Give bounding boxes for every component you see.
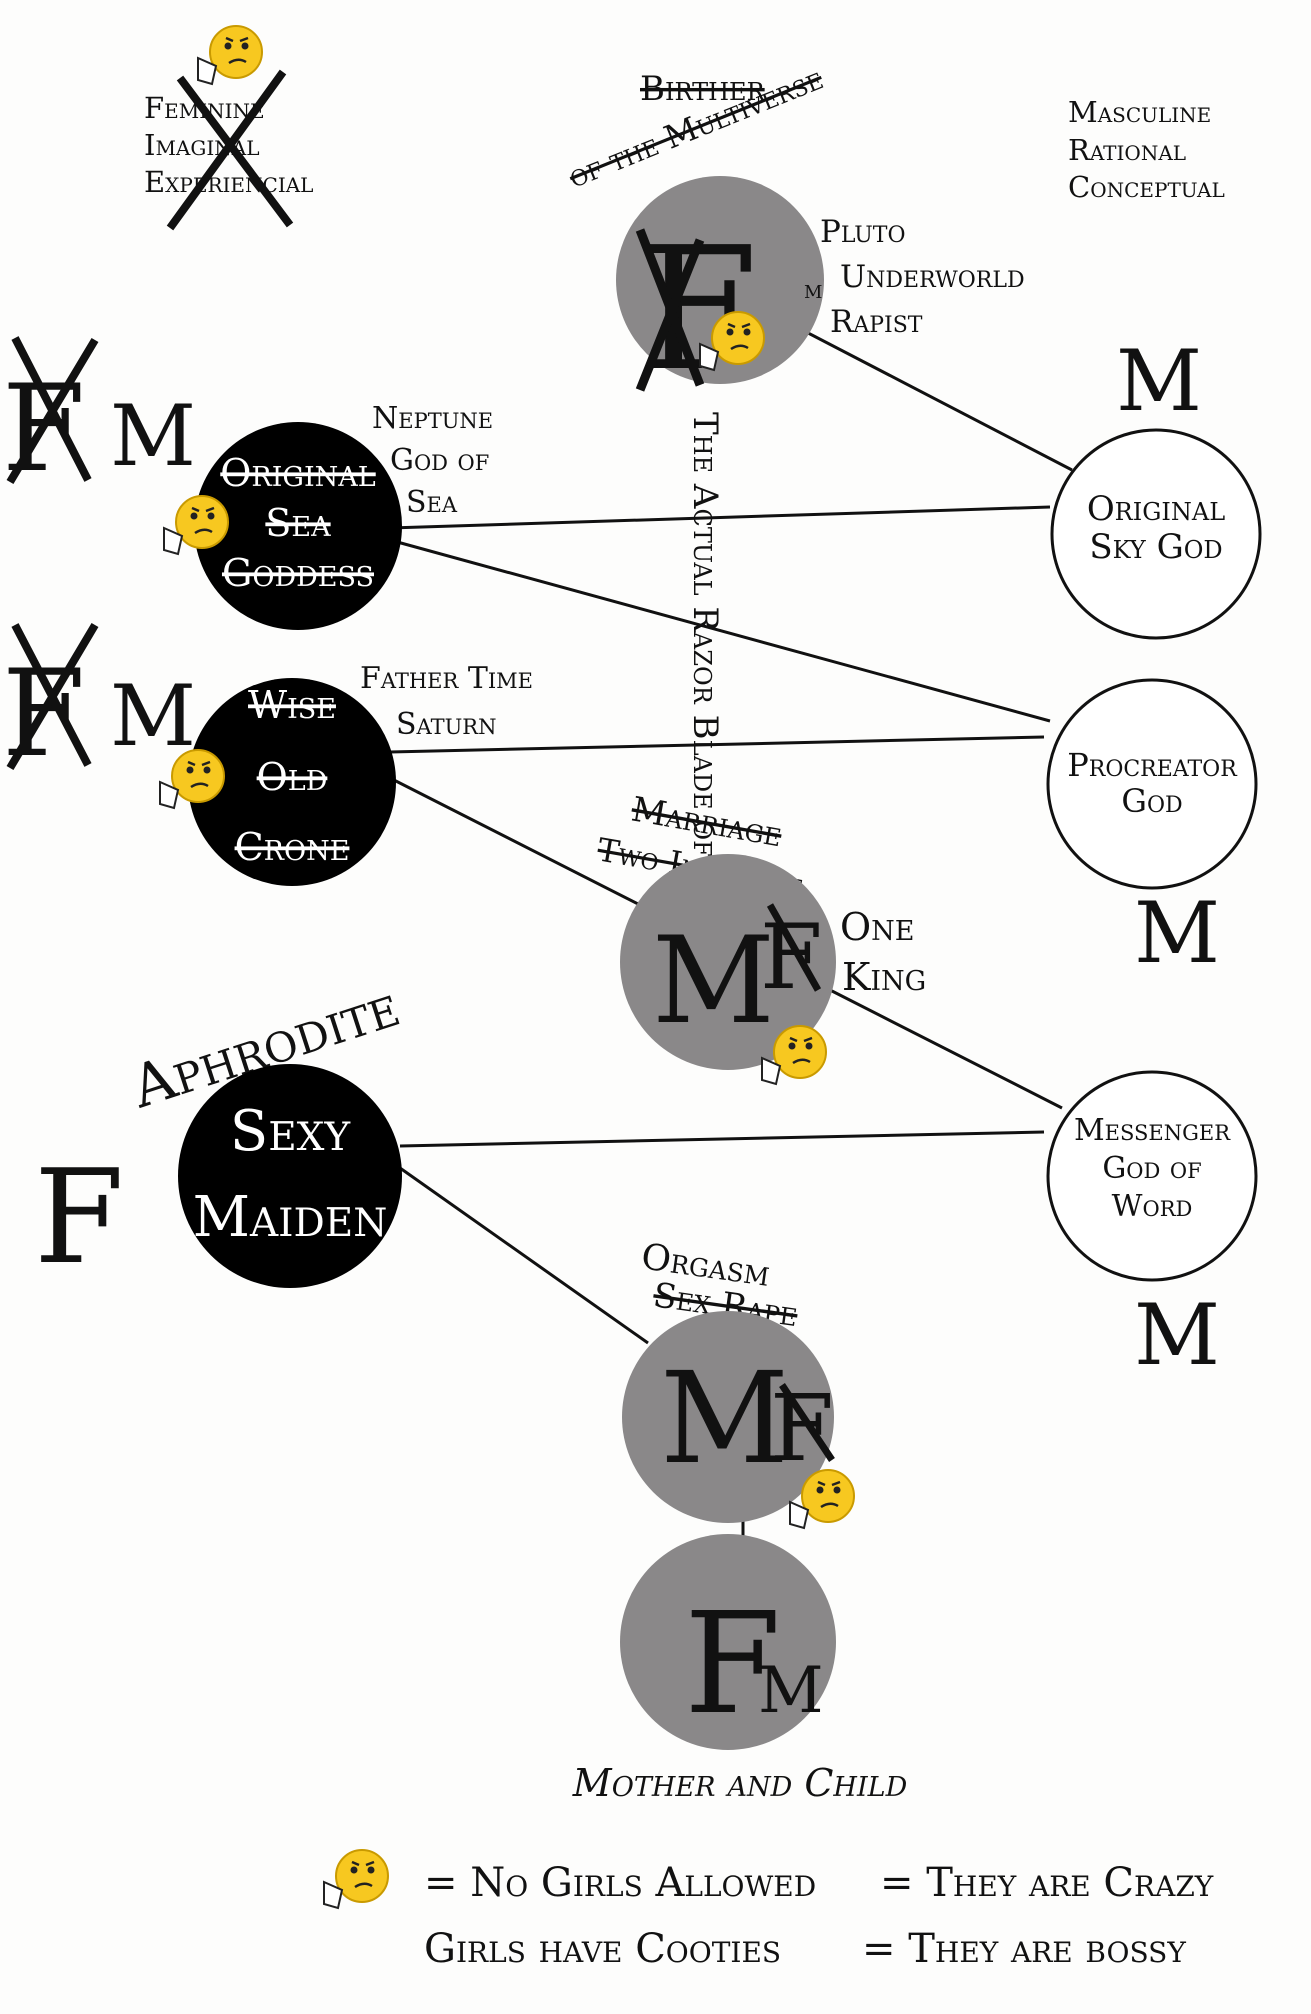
procreator-m-label: M — [1134, 884, 1220, 982]
maiden-circle — [178, 1064, 402, 1288]
underworld-label: Underworld — [840, 259, 1025, 295]
cross-out-x — [166, 69, 294, 231]
legend-bossy: = They are bossy — [862, 1926, 1186, 1972]
rational-label: Rational — [1068, 133, 1186, 167]
marriage-m-glyph: M — [652, 912, 775, 1051]
neptune-label: Neptune — [372, 401, 493, 436]
god-of-word-label: God of — [1102, 1151, 1201, 1186]
saturn-label: Saturn — [396, 707, 496, 742]
sky-god-label: Sky God — [1089, 527, 1222, 567]
goddess-label: Goddess — [222, 551, 374, 595]
connector-lines — [385, 306, 1073, 1540]
sea-side-label: Sea — [406, 485, 458, 520]
legend-cooties: Girls have Cooties — [424, 1926, 781, 1972]
mother-circle — [620, 1534, 836, 1750]
messenger-label: Messenger — [1074, 1113, 1231, 1148]
line-sea-sky — [389, 505, 1051, 530]
birther-cross — [635, 228, 705, 392]
orgasm-node: Orgasm Sex Rape M F — [622, 1236, 856, 1530]
orgasm-circle — [622, 1311, 834, 1523]
procreator-circle — [1046, 678, 1258, 890]
god-of-label: God of — [390, 443, 489, 478]
orgasm-f-glyph: F — [770, 1375, 834, 1482]
crone-node: F M Wise Old Crone Father Time Saturn — [2, 622, 533, 886]
razor-blade-label: The Actual Razor Blade of Life — [685, 412, 725, 934]
sea-goddess-node: F M Original Sea Goddess Neptune God of … — [2, 336, 493, 630]
crone-label: Crone — [235, 825, 350, 869]
mother-f-glyph: F — [684, 1583, 781, 1746]
mother-child-caption: Mother and Child — [572, 1761, 908, 1805]
rapist-label: Rapist — [830, 304, 923, 340]
line-crone-procreator — [389, 735, 1045, 754]
birther-title: Birther — [640, 69, 766, 109]
sea-m-glyph: M — [110, 387, 196, 485]
feminine-qualities: Feminine Imaginal Experiencial — [144, 24, 313, 231]
sexy-label: Sexy — [230, 1099, 352, 1164]
original-label: Original — [220, 451, 376, 495]
marriage-circle — [620, 854, 836, 1070]
orgasm-cross — [779, 1383, 835, 1462]
original-sky-label: Original — [1087, 489, 1225, 529]
orgasm-m-glyph: M — [660, 1345, 789, 1492]
birther-node: Birther of the Multiverse F M Pluto Unde… — [563, 59, 1025, 409]
sky-m-label: M — [1116, 332, 1202, 430]
marriage-cross — [766, 903, 822, 992]
messenger-circle — [1046, 1070, 1258, 1282]
line-sea-procreator — [389, 538, 1051, 723]
old-label: Old — [257, 755, 328, 799]
birther-m-glyph: M — [804, 282, 822, 303]
no-girls-emoji-icon — [196, 24, 264, 86]
mother-child-node: F M Mother and Child — [572, 1534, 908, 1805]
wise-label: Wise — [248, 683, 336, 727]
line-maiden-orgasm — [399, 1166, 649, 1345]
aphrodite-f-glyph: F — [34, 1141, 124, 1293]
line-birther-sky — [759, 306, 1073, 472]
marriage-f-glyph: F — [760, 905, 822, 1010]
maiden-label: Maiden — [193, 1185, 388, 1250]
word-label: Word — [1112, 1189, 1193, 1224]
legend-no-girls: = No Girls Allowed — [424, 1860, 816, 1906]
marriage-node: Marriage Two Into One M F One King — [595, 789, 926, 1086]
sea-goddess-circle — [194, 422, 402, 630]
procreator-node: Procreator God M — [1046, 678, 1258, 982]
messenger-node: Messenger God of Word M — [1046, 1070, 1258, 1384]
sky-god-circle — [1050, 428, 1262, 640]
procreator-label: Procreator — [1067, 746, 1238, 784]
mother-m-glyph: M — [758, 1654, 824, 1728]
sea-label: Sea — [265, 501, 331, 545]
king-label: King — [842, 955, 926, 999]
pluto-label: Pluto — [820, 214, 906, 250]
father-time-label: Father Time — [360, 661, 533, 696]
legend-emoji-icon — [322, 1848, 390, 1910]
sea-cross — [6, 336, 99, 485]
crone-circle — [188, 678, 396, 886]
aphrodite-node: Aphrodite F Sexy Maiden — [34, 971, 407, 1293]
procreator-god-label: God — [1121, 782, 1182, 820]
line-marriage-messenger — [829, 988, 1063, 1110]
line-crone-marriage — [385, 774, 641, 907]
line-maiden-messenger — [399, 1130, 1045, 1148]
sky-god-node: M Original Sky God — [1050, 332, 1262, 640]
masculine-label: Masculine — [1068, 95, 1211, 129]
experiencial-label: Experiencial — [144, 165, 313, 199]
conceptual-label: Conceptual — [1068, 170, 1225, 204]
one-label: One — [840, 905, 915, 949]
legend: = No Girls Allowed = They are Crazy Girl… — [322, 1848, 1214, 1972]
masculine-qualities: Masculine Rational Conceptual — [1068, 95, 1225, 204]
crone-cross — [6, 622, 99, 771]
crone-m-glyph: M — [110, 667, 196, 765]
legend-crazy: = They are Crazy — [880, 1860, 1214, 1906]
messenger-m-label: M — [1134, 1286, 1220, 1384]
